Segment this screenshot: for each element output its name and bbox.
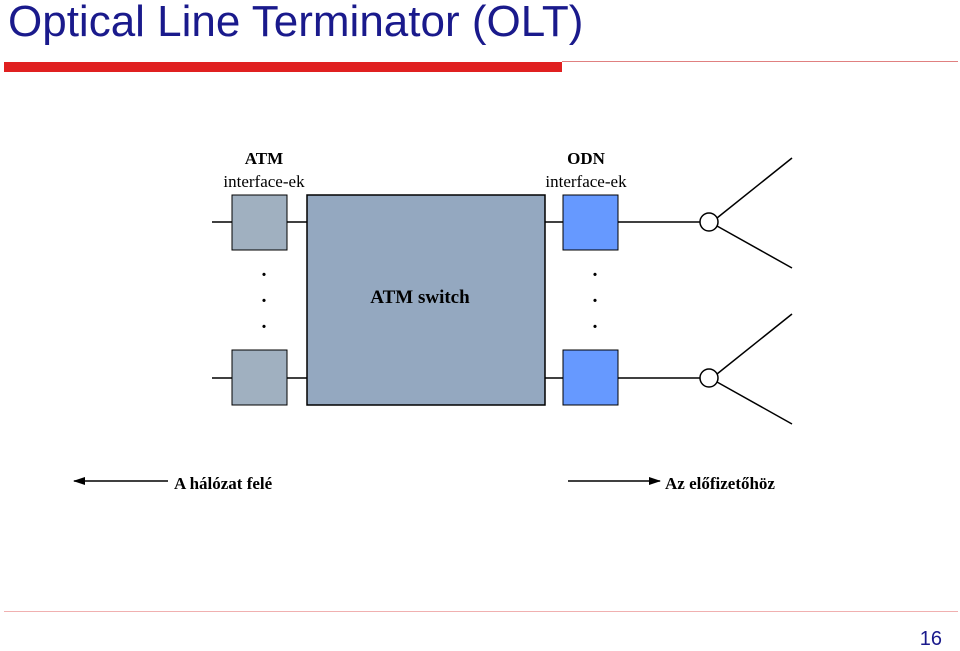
odn-port-top xyxy=(562,194,619,251)
splitter-bottom-branch-down xyxy=(716,381,793,425)
network-direction-label: A hálózat felé xyxy=(174,474,273,493)
footer-rule xyxy=(4,611,958,612)
odn-interfaces-label-line1: ODN xyxy=(567,149,606,168)
atm-interfaces-label-line1: ATM xyxy=(245,149,283,168)
atm-switch-label: ATM switch xyxy=(370,287,470,308)
splitter-top-branch-down xyxy=(716,225,793,269)
odn-ellipsis-dot-3: . xyxy=(593,311,598,333)
odn-ellipsis-dot-1: . xyxy=(593,259,598,281)
splitter-bottom-branch-up xyxy=(716,313,793,375)
odn-ellipsis-dot-2: . xyxy=(593,285,598,307)
atm-port-top xyxy=(231,194,288,251)
title-rule xyxy=(562,61,958,62)
subscriber-direction-label: Az előfizetőhöz xyxy=(665,474,775,493)
page-number: 16 xyxy=(919,628,942,650)
splitter-top xyxy=(699,212,719,232)
odn-interfaces-label-line2: interface-ek xyxy=(545,172,627,191)
page-title: Optical Line Terminator (OLT) xyxy=(8,0,584,46)
atm-interfaces-label-line2: interface-ek xyxy=(223,172,305,191)
odn-port-bottom xyxy=(562,349,619,406)
atm-ellipsis-dot-1: . xyxy=(262,259,267,281)
atm-ellipsis-dot-2: . xyxy=(262,285,267,307)
splitter-top-branch-up xyxy=(716,157,793,219)
atm-port-bottom xyxy=(231,349,288,406)
atm-ellipsis-dot-3: . xyxy=(262,311,267,333)
splitter-bottom xyxy=(699,368,719,388)
title-underline-bar xyxy=(4,62,562,72)
atm-switch-box xyxy=(306,194,546,406)
